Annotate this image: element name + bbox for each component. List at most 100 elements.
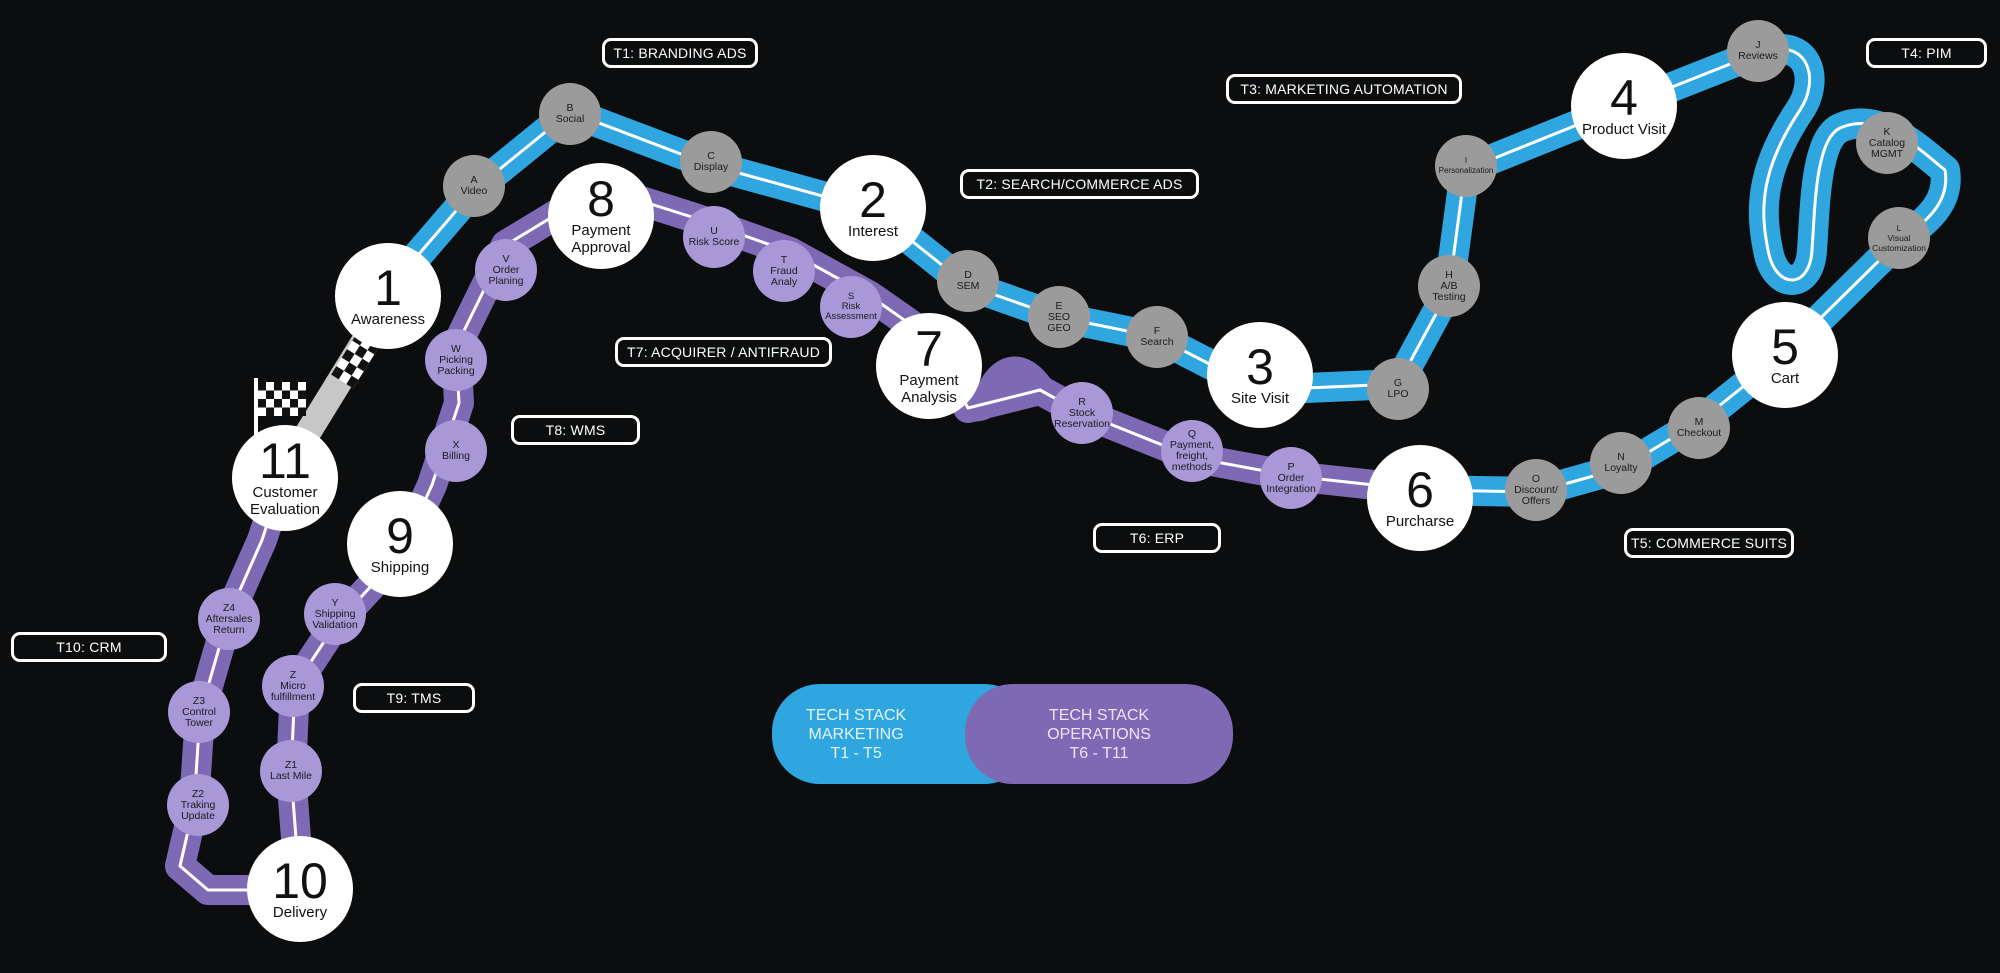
legend-operations: TECH STACK OPERATIONS T6 - T11 xyxy=(965,684,1233,784)
subnode-z3: Z3 Control Tower xyxy=(168,681,230,743)
subnode-label: R Stock Reservation xyxy=(1053,395,1111,430)
subnode-label: G LPO xyxy=(1387,377,1409,400)
stage-name: Payment Approval xyxy=(571,222,631,256)
subnode-f: F Search xyxy=(1126,306,1188,368)
subnode-label: N Loyalty xyxy=(1604,451,1638,474)
subnode-s: S Risk Assessment xyxy=(820,276,882,338)
tag-t7: T7: ACQUIRER / ANTIFRAUD xyxy=(615,337,832,367)
subnode-label: P Order Integration xyxy=(1266,460,1316,495)
stage-name: Payment Analysis xyxy=(899,372,959,406)
subnode-r: R Stock Reservation xyxy=(1051,382,1113,444)
subnode-label: A Video xyxy=(460,174,488,197)
tag-t2: T2: SEARCH/COMMERCE ADS xyxy=(960,169,1199,199)
subnode-z1: Z1 Last Mile xyxy=(260,740,322,802)
subnode-n: N Loyalty xyxy=(1590,432,1652,494)
stage-node-10: 10 Delivery xyxy=(247,836,353,942)
subnode-label: E SEO GEO xyxy=(1047,299,1071,334)
subnode-c: C Display xyxy=(680,131,742,193)
subnode-label: Z1 Last Mile xyxy=(269,759,312,782)
subnode-m: M Checkout xyxy=(1668,397,1730,459)
stage-node-7: 7 Payment Analysis xyxy=(876,313,982,419)
subnode-label: Y Shipping Validation xyxy=(312,596,358,631)
stage-name: Cart xyxy=(1770,369,1800,387)
subnode-z4: Z4 Aftersales Return xyxy=(198,588,260,650)
subnode-h: H A/B Testing xyxy=(1418,255,1480,317)
subnode-label: Z Micro fulfillment xyxy=(270,668,316,703)
subnode-t: T Fraud Analy xyxy=(753,240,815,302)
subnode-x: X Billing xyxy=(425,420,487,482)
stage-name: Shipping xyxy=(370,558,430,576)
subnode-a: A Video xyxy=(443,155,505,217)
subnode-l: L Visual Customization xyxy=(1868,207,1930,269)
subnode-k: K Catalog MGMT xyxy=(1856,112,1918,174)
subnode-d: D SEM xyxy=(937,250,999,312)
stage-node-9: 9 Shipping xyxy=(347,491,453,597)
subnode-label: I Personalization xyxy=(1438,156,1494,175)
stage-name: Delivery xyxy=(272,903,328,921)
tag-t9: T9: TMS xyxy=(353,683,475,713)
subnode-label: D SEM xyxy=(956,269,980,292)
stage-number: 10 xyxy=(272,852,328,909)
subnode-label: K Catalog MGMT xyxy=(1868,125,1906,160)
subnode-z2: Z2 Traking Update xyxy=(167,774,229,836)
stage-number: 9 xyxy=(386,507,414,564)
stage-number: 8 xyxy=(587,171,615,227)
subnode-z: Z Micro fulfillment xyxy=(262,655,324,717)
subnode-g: G LPO xyxy=(1367,358,1429,420)
subnode-label: F Search xyxy=(1140,325,1174,348)
stage-node-6: 6 Purcharse xyxy=(1367,445,1473,551)
subnode-j: J Reviews xyxy=(1727,20,1789,82)
stage-number: 6 xyxy=(1406,461,1434,518)
stage-node-8: 8 Payment Approval xyxy=(548,163,654,269)
stage-number: 11 xyxy=(259,433,311,489)
tag-t5: T5: COMMERCE SUITS xyxy=(1624,528,1794,558)
subnode-label: Z4 Aftersales Return xyxy=(205,601,253,636)
subnode-label: C Display xyxy=(693,150,729,173)
stage-name: Purcharse xyxy=(1385,512,1455,530)
stage-name: Awareness xyxy=(351,310,425,328)
legend-marketing-label: TECH STACK MARKETING T1 - T5 xyxy=(806,706,907,762)
subnode-label: Z3 Control Tower xyxy=(182,694,216,729)
subnode-label: L Visual Customization xyxy=(1872,223,1926,253)
subnode-label: X Billing xyxy=(441,439,470,462)
subnode-p: P Order Integration xyxy=(1260,447,1322,509)
subnode-w: W Picking Packing xyxy=(425,329,487,391)
subnode-label: H A/B Testing xyxy=(1432,268,1466,303)
stage-node-3: 3 Site Visit xyxy=(1207,322,1313,428)
subnode-label: M Checkout xyxy=(1676,416,1722,439)
tag-t8: T8: WMS xyxy=(511,415,640,445)
subnode-label: S Risk Assessment xyxy=(825,291,877,322)
stage-number: 3 xyxy=(1246,338,1274,395)
subnode-label: J Reviews xyxy=(1738,39,1778,62)
stage-name: Product Visit xyxy=(1582,120,1666,138)
subnode-label: T Fraud Analy xyxy=(770,253,798,288)
subnode-b: B Social xyxy=(539,83,601,145)
subnode-label: Z2 Traking Update xyxy=(180,787,216,822)
legend-operations-label: TECH STACK OPERATIONS T6 - T11 xyxy=(1047,706,1151,762)
stage-name: Site Visit xyxy=(1230,389,1290,407)
subnode-e: E SEO GEO xyxy=(1028,286,1090,348)
subnode-label: W Picking Packing xyxy=(437,342,475,377)
subnode-v: V Order Planing xyxy=(475,239,537,301)
tag-t3: T3: MARKETING AUTOMATION xyxy=(1226,74,1462,104)
tag-t6: T6: ERP xyxy=(1093,523,1221,553)
stage-node-2: 2 Interest xyxy=(820,155,926,261)
subnode-i: I Personalization xyxy=(1435,135,1497,197)
tag-t10: T10: CRM xyxy=(11,632,167,662)
stage-number: 1 xyxy=(374,259,402,316)
tag-t4: T4: PIM xyxy=(1866,38,1987,68)
subnode-o: O Discount/ Offers xyxy=(1505,459,1567,521)
stage-node-5: 5 Cart xyxy=(1732,302,1838,408)
subnode-label: B Social xyxy=(555,102,585,125)
stage-node-11: 11 Customer Evaluation xyxy=(232,425,338,531)
stage-node-1: 1 Awareness xyxy=(335,243,441,349)
subnode-q: Q Payment, freight, methods xyxy=(1161,420,1223,482)
subnode-label: U Risk Score xyxy=(688,225,740,248)
subnode-label: Q Payment, freight, methods xyxy=(1169,428,1215,473)
stage-number: 5 xyxy=(1771,318,1799,375)
stage-name: Interest xyxy=(847,222,899,240)
stage-number: 7 xyxy=(915,321,943,377)
stage-node-4: 4 Product Visit xyxy=(1571,53,1677,159)
stage-name: Customer Evaluation xyxy=(249,484,321,518)
